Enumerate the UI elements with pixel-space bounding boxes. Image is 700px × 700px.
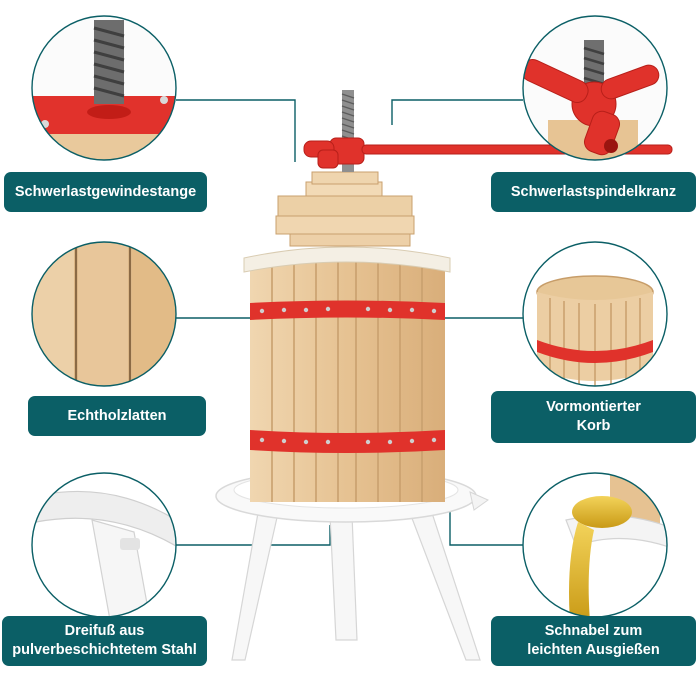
label-basket: Vormontierter Korb [491,391,696,443]
label-spout-line2: leichten Ausgießen [527,642,660,658]
label-tripod-line2: pulverbeschichtetem Stahl [12,642,197,658]
label-spindle-crown: Schwerlastspindelkranz [491,172,696,212]
label-wood-slats-text: Echtholzlatten [67,407,167,424]
label-wood-slats: Echtholzlatten [28,396,206,436]
connector-spindle-crown [391,99,523,125]
wooden-basket-closeup-image [522,241,668,387]
label-basket-line1: Vormontierter [546,399,641,415]
label-spindle-crown-text: Schwerlastspindelkranz [510,183,677,200]
pressing-blocks [275,171,415,247]
threaded-rod-closeup-image [31,15,177,161]
label-tripod-line1: Dreifuß aus [64,623,145,639]
wood-slats-closeup-image [31,241,177,387]
red-spindle-crown-closeup-image [522,15,668,161]
wooden-basket [243,246,451,502]
connector-tripod [176,525,331,546]
connector-spout [449,503,523,546]
pouring-spout-closeup-image [522,472,668,618]
label-basket-line2: Korb [576,418,611,434]
tripod-legs [231,512,481,661]
connector-thread-rod [176,99,296,162]
white-tripod-closeup-image [31,472,177,618]
label-spout: Schnabel zum leichten Ausgießen [491,616,696,666]
label-thread-rod: Schwerlastgewindestange [4,172,207,212]
lower-red-band [250,430,445,453]
upper-red-band [250,300,445,320]
label-spout-line1: Schnabel zum [544,623,643,639]
fruit-press [215,90,673,661]
label-thread-rod-text: Schwerlastgewindestange [14,183,197,200]
label-tripod: Dreifuß aus pulverbeschichtetem Stahl [2,616,207,666]
